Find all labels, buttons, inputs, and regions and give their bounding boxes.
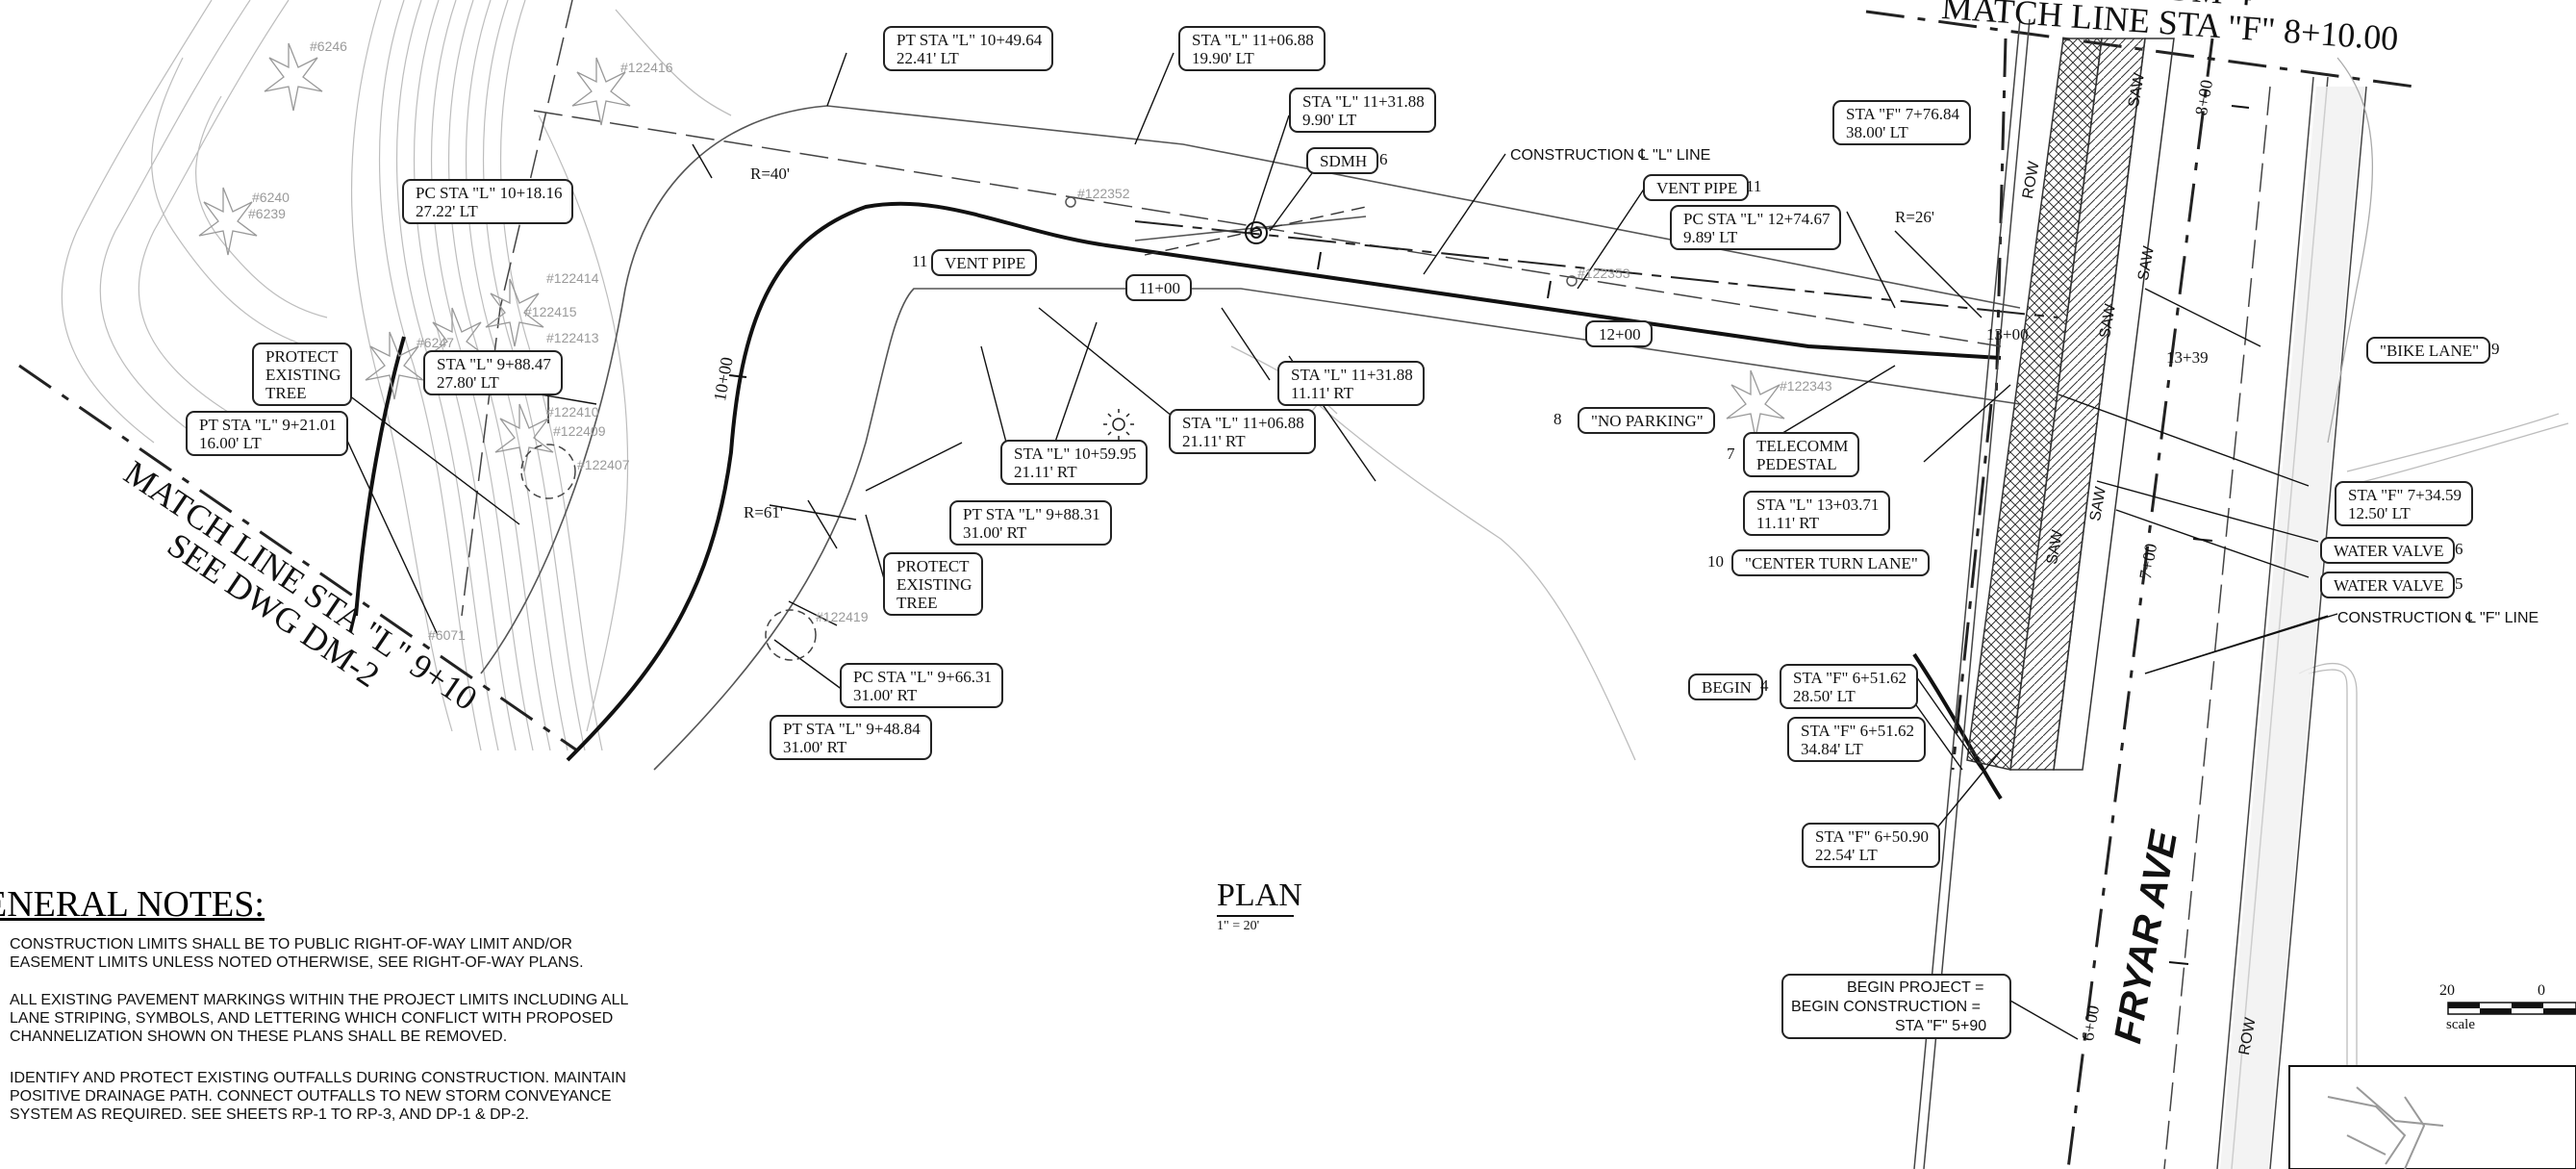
vent-pipe-symbols <box>1065 196 1578 287</box>
tree-id: #122407 <box>577 457 630 472</box>
tree-id: #122343 <box>1780 378 1832 394</box>
hex-vent-1: 11 <box>912 252 928 270</box>
hex-no-parking: 8 <box>1553 410 1562 428</box>
hex-vent-2: 11 <box>1746 177 1762 195</box>
tree-id: #6071 <box>428 627 466 643</box>
scale-left-label: 20 <box>2439 982 2455 999</box>
label-water-valve-2: WATER VALVE <box>2320 572 2456 598</box>
tree-id: #122352 <box>1077 186 1130 201</box>
construction-f-line-label: CONSTRUCTION ℄ "F" LINE <box>2337 610 2539 626</box>
label-sta-12-00: 12+00 <box>1585 320 1653 347</box>
label-vent-pipe-2: VENT PIPE <box>1643 174 1750 201</box>
scale-right-label: 0 <box>2538 982 2545 999</box>
begin-project-line-3: STA "F" 5+90 <box>1895 1018 1987 1034</box>
label-sta-11-00: 11+00 <box>1125 274 1192 301</box>
tree-id: #6240 <box>252 190 290 205</box>
station-13-39: 13+39 <box>2166 348 2209 367</box>
label-no-parking: "NO PARKING" <box>1578 407 1715 434</box>
tree-id: #122416 <box>620 60 673 75</box>
sdmh-symbol <box>1245 221 1268 244</box>
hex-center-turn: 10 <box>1707 552 1724 571</box>
tree-id: #122413 <box>546 330 599 345</box>
plan-title: PLAN <box>1217 877 1302 913</box>
begin-project-line-1: BEGIN PROJECT = <box>1847 979 1984 996</box>
tree-id: #6239 <box>248 206 286 221</box>
hex-telecom: 7 <box>1727 445 1735 463</box>
tree-id: #122410 <box>546 404 599 419</box>
label-center-turn: "CENTER TURN LANE" <box>1731 549 1930 576</box>
general-note: ALL EXISTING PAVEMENT MARKINGS WITHIN TH… <box>10 992 628 1045</box>
begin-project-box <box>1781 974 2011 1039</box>
vicinity-map-frame <box>2288 1065 2576 1169</box>
radius-40: R=40' <box>750 165 790 183</box>
pavement-hatch <box>1966 38 2175 771</box>
vicinity-map-streets <box>2327 1086 2444 1169</box>
scale-bar <box>2447 1002 2576 1015</box>
proposed-curb <box>354 201 2003 801</box>
label-sta-13-00: 13+00 <box>1986 325 2029 343</box>
begin-project-line-2: BEGIN CONSTRUCTION = <box>1791 999 1981 1015</box>
tree-id: #122353 <box>1578 266 1630 281</box>
light-pole-symbol <box>1103 409 1134 440</box>
construction-l-line-label: CONSTRUCTION ℄ "L" LINE <box>1510 147 1711 164</box>
plan-scale: 1" = 20' <box>1217 919 1260 933</box>
hex-bike-lane: 9 <box>2491 340 2500 358</box>
general-note: CONSTRUCTION LIMITS SHALL BE TO PUBLIC R… <box>10 936 584 971</box>
general-notes-heading: ENERAL NOTES: <box>0 884 265 925</box>
tree-id: #122414 <box>546 270 599 286</box>
hex-water-valve-2: 5 <box>2455 574 2463 593</box>
label-sdmh: SDMH <box>1306 147 1379 174</box>
hex-sdmh: 6 <box>1379 150 1388 168</box>
radius-61: R=61' <box>744 503 783 521</box>
radius-26: R=26' <box>1895 208 1934 226</box>
tree-id: #122409 <box>553 423 606 439</box>
existing-row-dashed <box>461 0 2271 1169</box>
label-vent-pipe-1: VENT PIPE <box>931 249 1038 276</box>
leader-lines <box>341 52 2338 1040</box>
station-ticks <box>728 105 2250 965</box>
label-water-valve-1: WATER VALVE <box>2320 537 2456 564</box>
construction-centerline-l <box>1134 220 2059 318</box>
storm-drain-line <box>1144 206 1367 256</box>
curb-gutter-lines <box>480 105 2021 771</box>
protect-tree-circle-2 <box>765 609 817 661</box>
tree-id: #122415 <box>524 304 577 319</box>
tree-id: #122419 <box>816 609 869 624</box>
tree-id: #6246 <box>310 38 347 54</box>
hex-water-valve-1: 6 <box>2455 540 2463 558</box>
label-begin: BEGIN <box>1688 673 1763 700</box>
protect-tree-circle <box>520 444 576 499</box>
scale-caption: scale <box>2446 1017 2475 1032</box>
tree-id: #6247 <box>417 335 454 350</box>
general-note: IDENTIFY AND PROTECT EXISTING OUTFALLS D… <box>10 1070 626 1123</box>
right-edge-lines <box>2327 57 2374 444</box>
hex-begin: 4 <box>1760 676 1769 695</box>
label-bike-lane: "BIKE LANE" <box>2366 337 2491 364</box>
